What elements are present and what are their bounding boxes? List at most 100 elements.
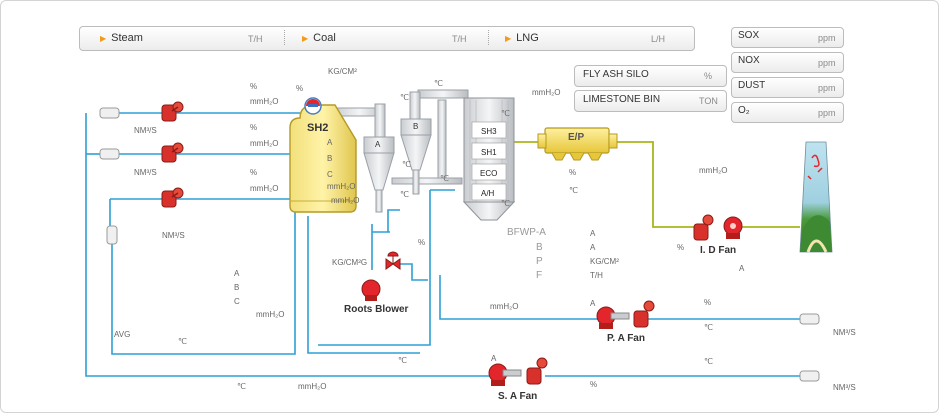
- flow-unit-3: NM³/S: [162, 231, 185, 240]
- temp-duct-1: ℃: [400, 93, 409, 102]
- dp-3: mmH₂O: [250, 184, 279, 193]
- temp-loop: ℃: [400, 190, 409, 199]
- temp-cyclone-b: ℃: [402, 160, 411, 169]
- bed-temp-unit: ℃: [178, 337, 187, 346]
- nox-panel: [731, 52, 844, 73]
- top-summary-bar: [79, 26, 695, 51]
- lng-label: ▶LNG: [505, 32, 539, 44]
- dust-label: DUST: [738, 80, 766, 91]
- boiler-label: SH2: [307, 122, 329, 134]
- flow-unit-pa: NM³/S: [833, 328, 856, 337]
- sox-panel: [731, 27, 844, 48]
- pa-dp: mmH₂O: [490, 302, 519, 311]
- pct-3: %: [250, 168, 258, 177]
- bfwp-value-2: A: [590, 243, 596, 252]
- bfwp-value-3: KG/CM²: [590, 257, 619, 266]
- sox-label: SOX: [738, 30, 760, 41]
- drum-level-pct: %: [296, 84, 304, 93]
- boiler-ducts: [333, 89, 469, 185]
- avg-label: AVG: [114, 330, 131, 339]
- boiler-zone-c: C: [327, 170, 333, 179]
- o2-unit: ppm: [818, 108, 836, 118]
- roots-blower-label: Roots Blower: [344, 304, 409, 315]
- o2-panel: [731, 102, 844, 123]
- pa-fan-unit: [596, 300, 655, 329]
- chimney-stack: [799, 141, 833, 253]
- coal-unit: T/H: [452, 34, 467, 44]
- bed-dp: mmH₂O: [256, 310, 285, 319]
- backpass-column: [462, 97, 516, 221]
- sa-fan-label: S. A Fan: [498, 391, 538, 402]
- fly-ash-silo-unit: %: [704, 71, 713, 81]
- furnace-dp: mmH₂O: [532, 88, 561, 97]
- boiler-vessel: [289, 104, 357, 213]
- backpass-temp-top: ℃: [501, 109, 510, 118]
- duct-inlets: [99, 107, 820, 382]
- backpass-ah: A/H: [481, 189, 495, 198]
- loop-temp: ℃: [398, 356, 407, 365]
- valve-pct: %: [418, 238, 426, 247]
- cyclone-b-label: B: [413, 122, 419, 131]
- id-fan-pct: %: [677, 243, 685, 252]
- air-piping: [85, 112, 800, 377]
- sa-fan-unit: [488, 357, 548, 386]
- id-fan-amp: A: [739, 264, 745, 273]
- o2-label: O₂: [738, 105, 750, 116]
- pct-2: %: [250, 123, 258, 132]
- cyclone-a-label: A: [375, 140, 381, 149]
- roots-blower-unit: [361, 279, 381, 301]
- stack-dp: mmH₂O: [699, 166, 728, 175]
- bed-temp-b: B: [234, 283, 240, 292]
- pa-pct: %: [704, 298, 712, 307]
- bed-temp-a: A: [234, 269, 240, 278]
- backpass-temp-bottom: ℃: [501, 199, 510, 208]
- dust-panel: [731, 77, 844, 98]
- sa-dp: mmH₂O: [298, 382, 327, 391]
- bfwp-row-b: B: [536, 242, 543, 253]
- flow-unit-2: NM³/S: [134, 168, 157, 177]
- pa-amp: A: [590, 299, 596, 308]
- dust-unit: ppm: [818, 83, 836, 93]
- bfwp-value-4: T/H: [590, 271, 603, 280]
- limestone-bin-unit: TON: [699, 96, 718, 106]
- roots-pressure: KG/CM²G: [332, 258, 368, 267]
- backpass-sh3: SH3: [481, 127, 497, 136]
- cyclone-b: [400, 118, 432, 195]
- steam-label: ▶Steam: [100, 32, 143, 44]
- control-valve: [385, 251, 401, 270]
- ep-temp: ℃: [569, 186, 578, 195]
- nox-unit: ppm: [818, 58, 836, 68]
- ep-label: E/P: [568, 132, 585, 143]
- bfwp-title: BFWP-A: [507, 227, 546, 238]
- sa-temp-left: ℃: [237, 382, 246, 391]
- nox-label: NOX: [738, 55, 760, 66]
- sox-unit: ppm: [818, 33, 836, 43]
- sa-amp: A: [491, 354, 497, 363]
- backpass-sh1: SH1: [481, 148, 497, 157]
- separator: [284, 30, 285, 45]
- lng-unit: L/H: [651, 34, 666, 44]
- fly-ash-silo-label: FLY ASH SILO: [583, 69, 649, 80]
- cyclone-a: [363, 136, 395, 213]
- separator: [488, 30, 489, 45]
- pa-fan-label: P. A Fan: [607, 333, 645, 344]
- dp-1: mmH₂O: [250, 97, 279, 106]
- drum-level-gauge: [304, 97, 322, 115]
- flue-gas-piping: [514, 141, 800, 228]
- boiler-zone-b: B: [327, 154, 333, 163]
- drum-pressure-unit: KG/CM²: [328, 67, 357, 76]
- flow-unit-sa: NM³/S: [833, 383, 856, 392]
- bfwp-value-1: A: [590, 229, 596, 238]
- flow-unit-1: NM³/S: [134, 126, 157, 135]
- backpass-eco: ECO: [480, 169, 498, 178]
- inlet-dampers: [161, 101, 184, 208]
- boiler-dp-1: mmH₂O: [327, 182, 356, 191]
- temp-duct-2: ℃: [434, 79, 443, 88]
- bed-temp-c: C: [234, 297, 240, 306]
- dp-2: mmH₂O: [250, 139, 279, 148]
- coal-label: ▶Coal: [302, 32, 336, 44]
- fly-ash-silo-panel: [574, 65, 727, 87]
- sa-pct: %: [590, 380, 598, 389]
- ep-pct: %: [569, 168, 577, 177]
